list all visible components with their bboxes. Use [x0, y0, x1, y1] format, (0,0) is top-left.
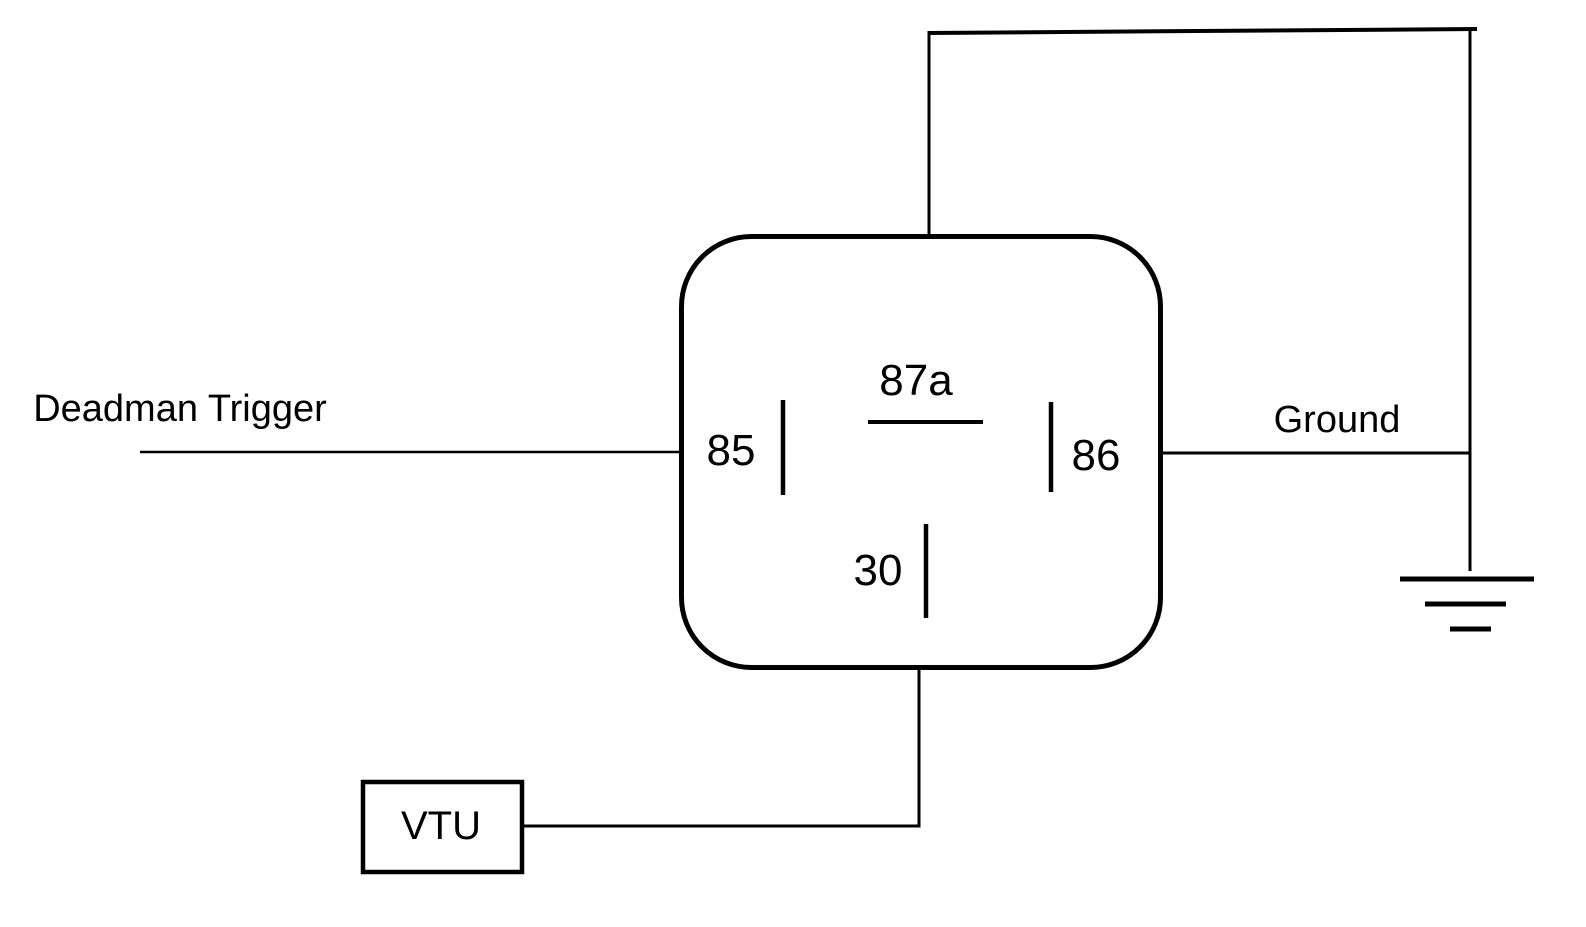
top-horizontal-wire [927, 27, 1478, 35]
pin-87a-label: 87a [879, 356, 953, 405]
pin-86-label: 86 [1071, 431, 1121, 480]
ground-label: Ground [1273, 399, 1401, 441]
vtu-label: VTU [401, 804, 481, 848]
deadman-trigger-label: Deadman Trigger [33, 388, 327, 430]
pin-85-label: 85 [706, 426, 756, 475]
relay-body [679, 234, 1163, 670]
vtu-box [360, 779, 525, 875]
ground-symbol-icon [1400, 576, 1534, 632]
pin-30-label: 30 [853, 546, 903, 595]
